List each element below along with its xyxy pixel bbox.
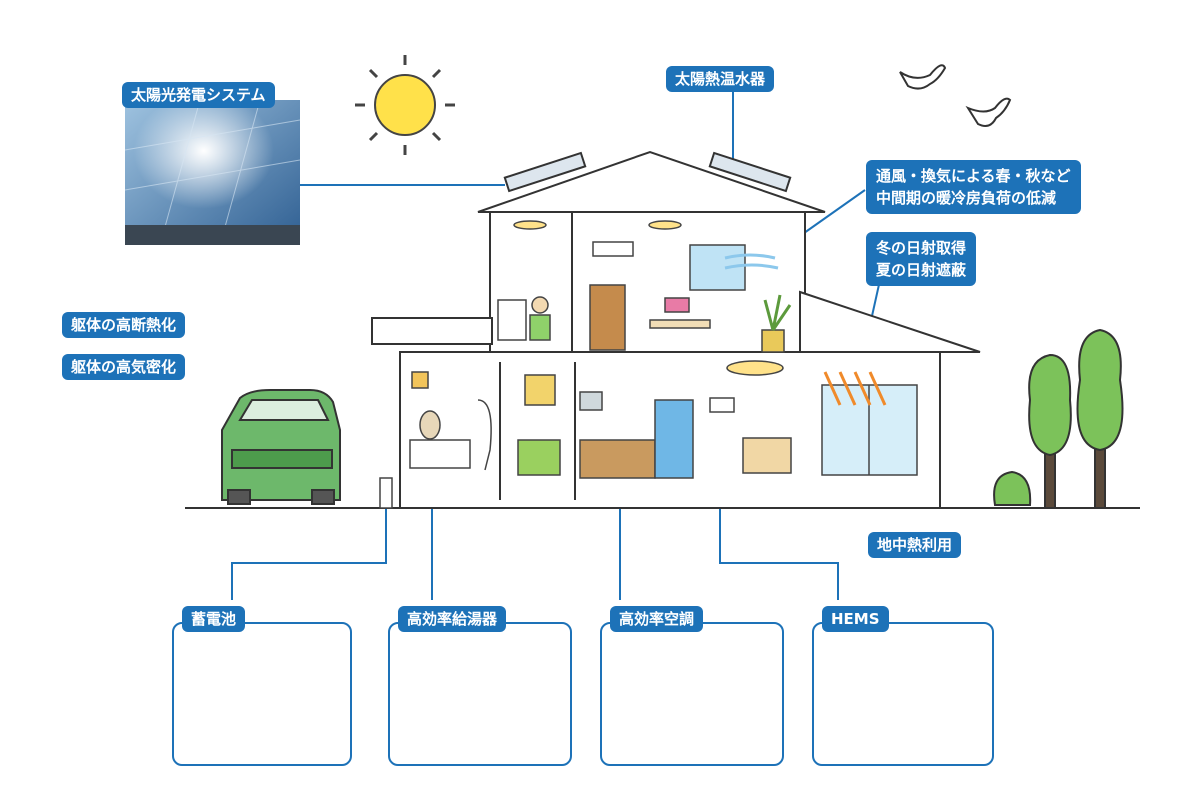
battery-box: 蓄電池 [172, 606, 352, 766]
water-heater-label: 高効率給湯器 [398, 606, 507, 632]
air-conditioner-box: 高効率空調 [600, 606, 784, 766]
house [371, 150, 981, 509]
solar-gain-label-line2: 夏の日射遮蔽 [876, 261, 967, 279]
battery-label: 蓄電池 [182, 606, 246, 632]
air-conditioner-label: 高効率空調 [610, 606, 704, 632]
ventilation-label-line2: 中間期の暖冷房負荷の低減 [876, 189, 1057, 207]
interior [379, 220, 918, 509]
water-heater-box: 高効率給湯器 [388, 606, 572, 766]
tree-illustration [993, 328, 1124, 509]
geothermal-label: 地中熱利用 [868, 532, 962, 558]
solar-gain-label: 冬の日射取得 夏の日射遮蔽 [866, 232, 977, 286]
ventilation-label-line1: 通風・換気による春・秋など [876, 167, 1071, 185]
sun-icon [355, 55, 455, 155]
solar-panel-photo [124, 99, 301, 246]
ventilation-label: 通風・換気による春・秋など 中間期の暖冷房負荷の低減 [866, 160, 1081, 214]
solar-gain-label-line1: 冬の日射取得 [876, 239, 967, 257]
car-illustration [221, 389, 341, 505]
airtight-label: 躯体の高気密化 [62, 354, 186, 380]
hems-label: HEMS [822, 606, 889, 632]
solar-pv-label: 太陽光発電システム [122, 82, 275, 108]
insulation-label: 躯体の高断熱化 [62, 312, 186, 338]
hems-box: HEMS [812, 606, 994, 766]
solar-water-heater-label: 太陽熱温水器 [666, 66, 775, 92]
bird-icon [899, 64, 1012, 127]
